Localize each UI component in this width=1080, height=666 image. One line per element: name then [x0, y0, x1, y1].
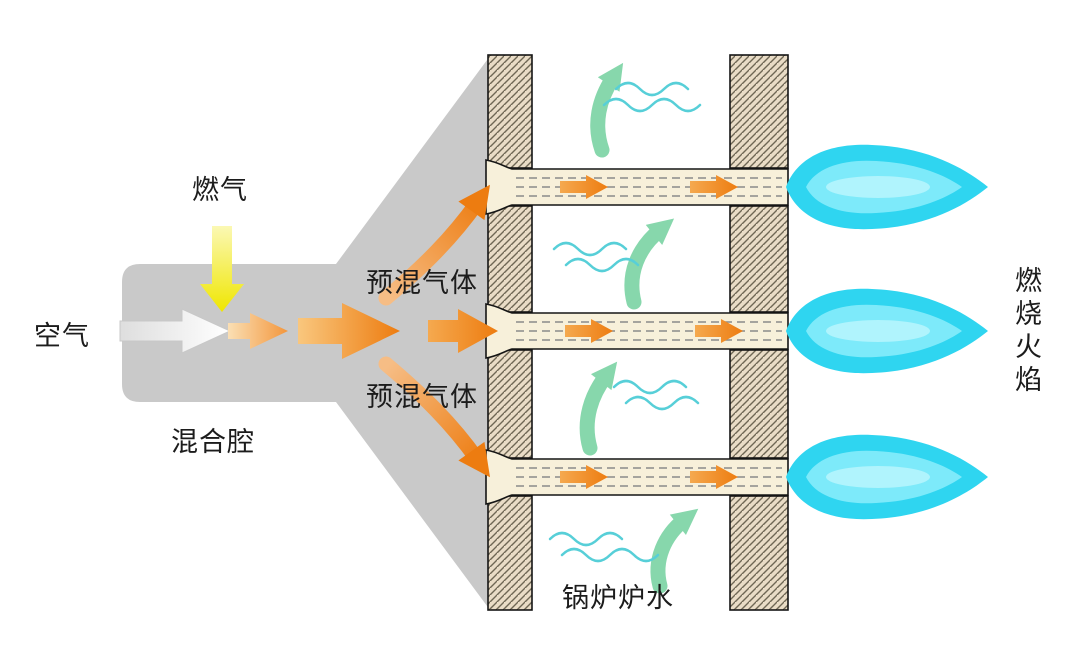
wave-line: [612, 379, 688, 395]
wave-line: [548, 531, 624, 547]
flame-core: [826, 176, 930, 198]
water-arrow-3: [579, 361, 618, 456]
flame-1: [786, 144, 988, 230]
wave-line: [560, 547, 660, 563]
water-arrow-2: [624, 218, 675, 310]
burner-channel-2: [485, 303, 789, 359]
wall-block: [729, 54, 789, 169]
premix-arrow-small: [228, 313, 288, 349]
water-arrow-1: [590, 62, 624, 158]
flame-2: [786, 288, 988, 374]
water-arrow-4: [650, 508, 699, 594]
label-boiler-water: 锅炉炉水: [562, 583, 674, 614]
wave-line: [614, 81, 690, 97]
channel-flow-arrow: [690, 175, 738, 199]
wave-line: [564, 257, 640, 273]
flame-core: [826, 466, 930, 488]
channel-flow-arrow: [690, 465, 738, 489]
flame-core: [826, 320, 930, 342]
wave-line: [602, 97, 702, 113]
channel-flow-arrow: [565, 319, 613, 343]
gas-arrow: [200, 226, 244, 312]
burner-channel-1: [485, 159, 789, 215]
premix-arrow-curve-top: [378, 184, 491, 306]
flame-3: [786, 434, 988, 520]
wall-block: [729, 205, 789, 313]
channel-flow-arrow: [560, 175, 608, 199]
wall-block: [487, 495, 533, 611]
wall-block: [729, 349, 789, 459]
label-air: 空气: [34, 321, 90, 352]
burner-wall-left-column: [487, 54, 533, 611]
air-arrow: [119, 308, 232, 354]
premix-arrow-center-inlet: [428, 309, 498, 353]
wave-line: [624, 395, 700, 411]
wall-block: [487, 205, 533, 313]
burner-channel-3: [485, 449, 789, 505]
wall-block: [487, 54, 533, 169]
label-mixing-chamber: 混合腔: [171, 427, 255, 458]
label-combustion-flame: 燃烧火焰: [1010, 266, 1041, 398]
burner-wall-right-column: [729, 54, 789, 611]
label-gas: 燃气: [192, 175, 248, 206]
channel-flow-arrow: [560, 465, 608, 489]
premix-arrow-main: [298, 303, 400, 359]
wave-line: [552, 241, 628, 257]
water-waves: [548, 81, 702, 563]
label-premix-top: 预混气体: [366, 268, 478, 299]
premix-arrow-curve-bottom: [378, 356, 491, 478]
wall-block: [487, 349, 533, 459]
label-premix-bottom: 预混气体: [366, 382, 478, 413]
channel-flow-arrow: [695, 319, 743, 343]
wall-block: [729, 495, 789, 611]
